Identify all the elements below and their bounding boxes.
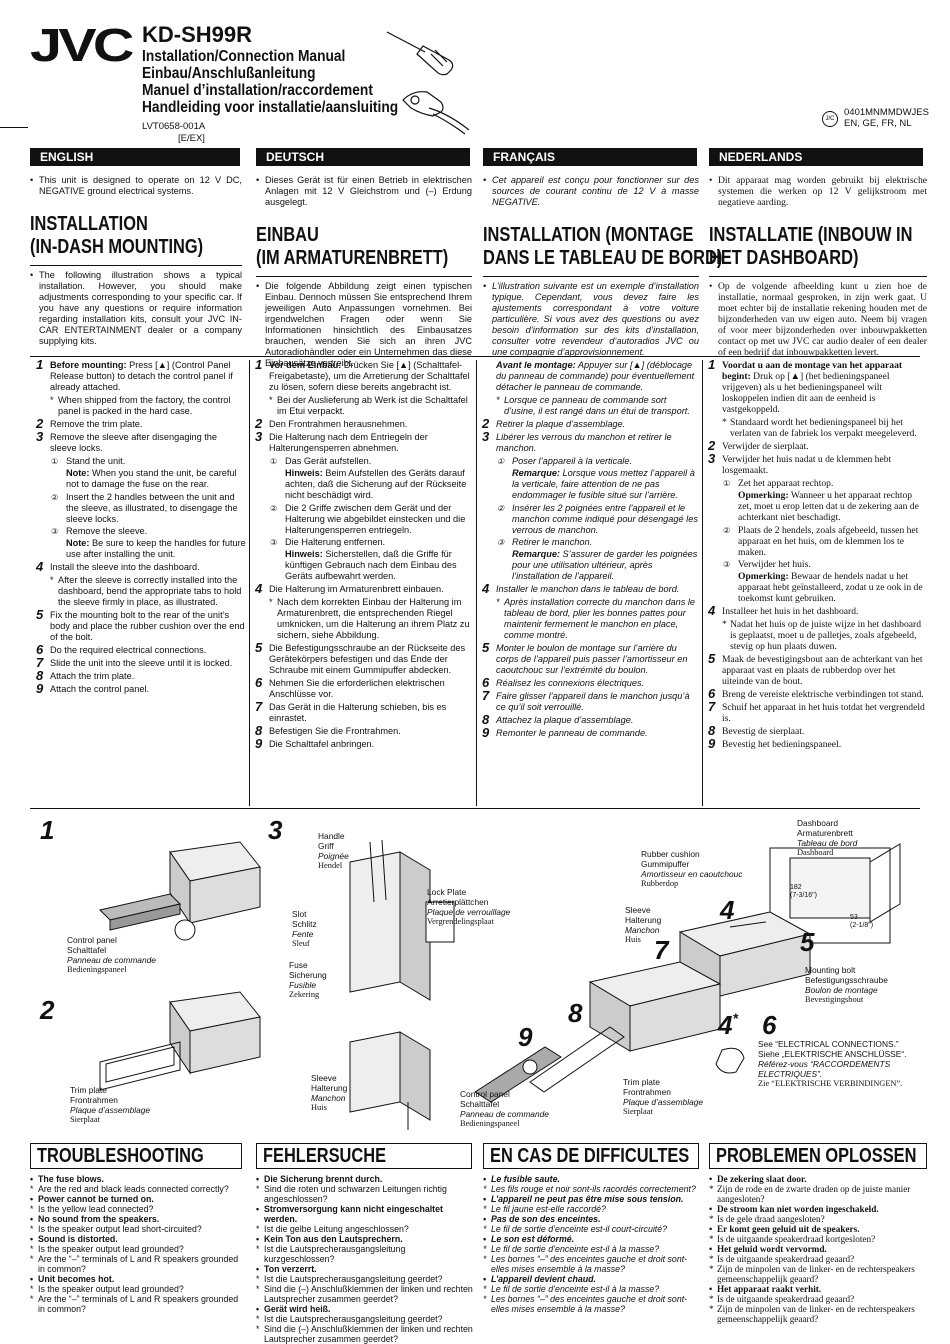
- installation-illustration: [99, 839, 901, 1130]
- label-sleeve-7: Sleeve Halterung Manchon Huis: [625, 905, 662, 944]
- column-nl-intro: Dit apparaat mag worden gebruikt bij ele…: [709, 175, 927, 358]
- figure-number-9: 9: [518, 1022, 533, 1052]
- column-de-intro: Dieses Gerät ist für einen Betrieb in el…: [256, 175, 472, 369]
- manual-titles: Installation/Connection Manual Einbau/An…: [142, 48, 440, 116]
- troubleshooting-list-fr: Le fusible saute. Les fils rouge et noir…: [483, 1174, 701, 1314]
- column-divider: [476, 360, 477, 806]
- figure-number-3: 3: [268, 815, 283, 845]
- troubleshooting-list-nl: De zekering slaat door. Zijn de rode en …: [709, 1174, 927, 1324]
- lang-tab-francais: FRANÇAIS: [483, 148, 697, 166]
- lang-tab-nederlands: NEDERLANDS: [709, 148, 923, 166]
- section-title-nl-2: HET DASHBOARD): [709, 247, 859, 269]
- figure-number-1: 1: [40, 815, 55, 845]
- lang-tab-deutsch: DEUTSCH: [256, 148, 470, 166]
- label-mounting-bolt: Mounting bolt Befestigungsschraube Boulo…: [805, 965, 888, 1004]
- section-title-en-1: INSTALLATION: [30, 213, 148, 235]
- title-en: Installation/Connection Manual: [142, 48, 346, 65]
- tools-icon: [386, 31, 470, 135]
- troubleshooting-list-en: The fuse blows. Are the red and black le…: [30, 1174, 244, 1314]
- steps-fr: Avant le montage: Appuyer sur [▲] (déblo…: [482, 360, 700, 741]
- figure-number-6: 6: [762, 1010, 777, 1040]
- label-lock-plate: Lock Plate Arretierplättchen Plaque de v…: [427, 887, 511, 926]
- margin-rule: [0, 127, 28, 128]
- column-en-intro: This unit is designed to operate on 12 V…: [30, 175, 242, 347]
- title-fr: Manuel d’installation/raccordement: [142, 82, 373, 99]
- label-control-panel-1: Control panel Schalttafel Panneau de com…: [67, 935, 156, 974]
- label-fuse: Fuse Sicherung Fusible Zekering: [289, 960, 327, 999]
- jvc-logo: JVC: [30, 19, 134, 71]
- label-see-connections: See “ELECTRICAL CONNECTIONS.” Siehe „ELE…: [758, 1039, 907, 1088]
- section-intro-en: The following illustration shows a typic…: [30, 270, 242, 347]
- language-codes: EN, GE, FR, NL: [844, 118, 912, 129]
- label-slot: Slot Schlitz Fente Sleuf: [292, 909, 317, 948]
- dashboard-dimension-width: 182 (7-3/16"): [790, 884, 817, 899]
- figure-number-5: 5: [800, 927, 815, 957]
- section-intro-de: Die folgende Abbildung zeigt einen typis…: [256, 281, 472, 369]
- column-divider: [702, 360, 703, 806]
- figure-number-8: 8: [568, 998, 583, 1028]
- label-handle: Handle Griff Poignée Hendel: [318, 831, 349, 870]
- troubleshooting-title-fr: EN CAS DE DIFFICULTES: [483, 1143, 699, 1169]
- figure-number-4: 4: [720, 895, 735, 925]
- document-code: LVT0658-001A [E/EX]: [142, 121, 206, 144]
- troubleshooting-title-nl: PROBLEMEN OPLOSSEN: [709, 1143, 927, 1169]
- figure-number-4b: 4*: [718, 1010, 738, 1040]
- section-intro-fr: L’illustration suivante est un exemple d…: [483, 281, 699, 358]
- section-intro-nl: Op de volgende afbeelding kunt u zien ho…: [709, 281, 927, 358]
- section-title-nl-1: INSTALLATIE (INBOUW IN: [709, 224, 913, 246]
- section-title-de-1: EINBAU: [256, 224, 319, 246]
- label-trim-plate-2: Trim plate Frontrahmen Plaque d’assembla…: [70, 1085, 151, 1124]
- label-trim-plate-8: Trim plate Frontrahmen Plaque d’assembla…: [623, 1077, 704, 1116]
- title-nl: Handleiding voor installatie/aansluiting: [142, 99, 399, 116]
- model-number: KD-SH99R: [142, 22, 253, 47]
- figure-number-7: 7: [654, 935, 669, 965]
- label-control-panel-9: Control panel Schalttafel Panneau de com…: [460, 1089, 549, 1128]
- troubleshooting-title-en: TROUBLESHOOTING: [30, 1143, 242, 1169]
- troubleshooting-list-de: Die Sicherung brennt durch. Sind die rot…: [256, 1174, 474, 1344]
- figure-top-rule: [30, 808, 920, 809]
- section-title-fr-2: DANS LE TABLEAU DE BORD): [483, 247, 723, 269]
- troubleshooting-title-de: FEHLERSUCHE: [256, 1143, 472, 1169]
- label-rubber-cushion: Rubber cushion Gummipuffer Amortisseur e…: [641, 849, 743, 888]
- figure-number-2: 2: [40, 995, 55, 1025]
- label-sleeve-3: Sleeve Halterung Manchon Huis: [311, 1073, 348, 1112]
- section-title-fr-1: INSTALLATION (MONTAGE: [483, 224, 694, 246]
- title-de: Einbau/Anschlußanleitung: [142, 65, 316, 82]
- print-info: J/C 0401MNMMDWJES EN, GE, FR, NL: [822, 107, 929, 129]
- print-code: 0401MNMMDWJES: [844, 107, 929, 118]
- column-divider: [249, 360, 250, 806]
- dashboard-dimension-height: 53 (2-1/8"): [850, 914, 874, 929]
- section-title-de-2: (IM ARMATURENBRETT): [256, 247, 449, 269]
- steps-top-rule: [30, 356, 920, 357]
- lang-tab-english: ENGLISH: [30, 148, 240, 166]
- section-title-en-2: (IN-DASH MOUNTING): [30, 236, 204, 258]
- jvc-circle-badge: J/C: [822, 111, 838, 127]
- column-fr-intro: Cet appareil est conçu pour fonctionner …: [483, 175, 723, 358]
- label-dashboard: Dashboard Armaturenbrett Tableau de bord…: [797, 818, 858, 857]
